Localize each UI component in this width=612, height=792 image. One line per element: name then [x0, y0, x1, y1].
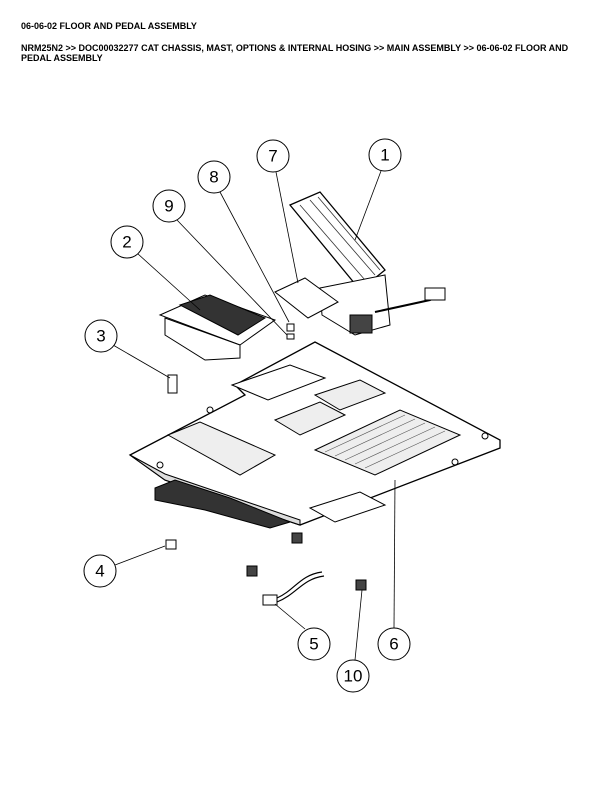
screw	[167, 374, 178, 394]
svg-text:4: 4	[95, 562, 104, 581]
leader-lines	[112, 170, 396, 661]
washer	[286, 333, 295, 340]
connector-clip	[291, 532, 303, 544]
callout-3[interactable]: 3	[84, 319, 118, 353]
callout-9[interactable]: 9	[152, 189, 186, 223]
svg-text:10: 10	[344, 667, 363, 686]
callout-5[interactable]: 5	[297, 627, 331, 661]
svg-text:5: 5	[309, 635, 318, 654]
svg-text:1: 1	[380, 146, 389, 165]
wire-harness	[262, 571, 325, 606]
svg-text:8: 8	[209, 168, 218, 187]
svg-text:7: 7	[268, 147, 277, 166]
clip	[165, 539, 177, 550]
callout-2[interactable]: 2	[110, 225, 144, 259]
connector-clip	[355, 579, 367, 591]
accelerator-pedal	[288, 191, 446, 336]
nut	[286, 323, 295, 332]
floor-plate	[128, 341, 501, 529]
page-title: 06-06-02 FLOOR AND PEDAL ASSEMBLY	[21, 21, 197, 31]
callout-7[interactable]: 7	[256, 139, 290, 173]
svg-text:3: 3	[96, 327, 105, 346]
callout-4[interactable]: 4	[83, 554, 117, 588]
breadcrumb: NRM25N2 >> DOC00032277 CAT CHASSIS, MAST…	[21, 43, 569, 63]
switch-housing	[158, 294, 277, 361]
svg-text:2: 2	[122, 233, 131, 252]
svg-text:6: 6	[389, 635, 398, 654]
callout-6[interactable]: 6	[377, 627, 411, 661]
callout-1[interactable]: 1	[368, 138, 402, 172]
callout-10[interactable]: 10	[336, 659, 370, 693]
pedal-plate	[274, 277, 339, 319]
svg-text:9: 9	[164, 197, 173, 216]
connector-clip	[246, 565, 258, 577]
callout-8[interactable]: 8	[197, 160, 231, 194]
